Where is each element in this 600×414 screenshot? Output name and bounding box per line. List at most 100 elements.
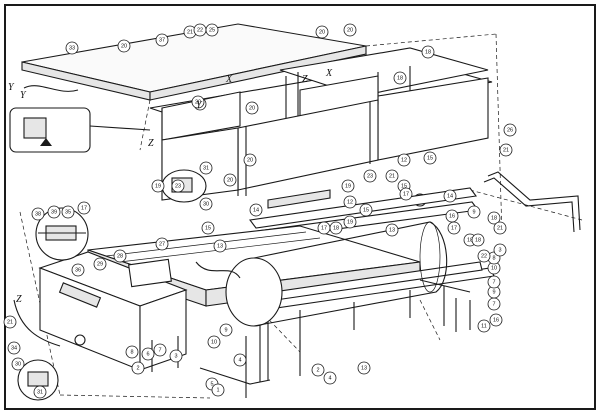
callout-balloon	[169, 349, 183, 363]
callout-balloon	[155, 237, 169, 251]
callout-balloon	[357, 361, 371, 375]
callout-number: 37	[159, 37, 165, 43]
part-callout: 23	[363, 169, 377, 183]
callout-balloon	[385, 169, 399, 183]
part-callout: 10	[207, 335, 221, 349]
cables	[13, 85, 241, 347]
callout-number: 14	[447, 193, 453, 199]
callout-balloon	[471, 233, 485, 247]
callout-number: 7	[492, 279, 495, 285]
part-callout: 29	[93, 257, 107, 271]
callout-balloon	[489, 313, 503, 327]
axis-marker: Z	[16, 294, 22, 305]
axis-marker: X	[325, 68, 333, 79]
part-callout: 17	[399, 187, 413, 201]
part-callout: 16	[489, 313, 503, 327]
part-callout: 14	[249, 203, 263, 217]
callout-balloon	[117, 39, 131, 53]
callout-number: 8	[130, 349, 133, 355]
part-callout: 16	[445, 209, 459, 223]
part-callout: 3	[493, 243, 507, 257]
part-callout: 19	[151, 179, 165, 193]
callout-number: 30	[15, 361, 21, 367]
callout-number: 17	[451, 225, 457, 231]
callout-number: 9	[472, 209, 475, 215]
callout-number: 19	[347, 219, 353, 225]
callout-balloon	[155, 33, 169, 47]
axis-marker: Y	[20, 90, 27, 101]
part-callout: 30	[199, 197, 213, 211]
callout-number: 38	[35, 211, 41, 217]
callout-balloon	[219, 323, 233, 337]
callout-number: 25	[209, 27, 215, 33]
callout-balloon	[151, 179, 165, 193]
callout-number: 5	[210, 381, 213, 387]
callout-balloon	[421, 45, 435, 59]
callout-number: 14	[253, 207, 259, 213]
callout-number: 29	[97, 261, 103, 267]
part-callout: 38	[31, 207, 45, 221]
part-callout: 33	[65, 41, 79, 55]
callout-balloon	[359, 203, 373, 217]
axis-marker: Z	[148, 138, 154, 149]
callout-balloon	[153, 343, 167, 357]
callout-number: 10	[211, 339, 217, 345]
callout-number: 9	[492, 289, 495, 295]
top-cover-plate	[21, 23, 367, 101]
callout-balloon	[243, 153, 257, 167]
callout-number: 4	[328, 375, 331, 381]
callout-number: 15	[427, 155, 433, 161]
callout-balloon	[493, 221, 507, 235]
part-callout: 4	[233, 353, 247, 367]
part-callout: 18	[487, 211, 501, 225]
callout-number: 12	[347, 199, 353, 205]
part-callout: 19	[341, 179, 355, 193]
part-callout: 22	[477, 249, 491, 263]
part-callout: 20	[343, 23, 357, 37]
callout-balloon	[397, 153, 411, 167]
callout-balloon	[33, 385, 47, 399]
detail-circle-hinge	[9, 107, 151, 153]
callout-number: 16	[493, 317, 499, 323]
callout-balloon	[443, 189, 457, 203]
callout-balloon	[213, 239, 227, 253]
callout-number: 20	[347, 27, 353, 33]
callout-number: 7	[158, 347, 161, 353]
part-callout: 21	[385, 169, 399, 183]
callout-number: 2	[136, 365, 139, 371]
callout-number: 18	[475, 237, 481, 243]
callout-balloon	[503, 123, 517, 137]
callout-balloon	[323, 371, 337, 385]
axis-marker: Z	[302, 74, 308, 85]
callout-number: 7	[492, 301, 495, 307]
callout-balloon	[171, 179, 185, 193]
callout-balloon	[199, 161, 213, 175]
callout-number: 20	[227, 177, 233, 183]
part-callout: 13	[385, 223, 399, 237]
part-callout: 20	[191, 95, 205, 109]
callout-number: 16	[449, 213, 455, 219]
upper-frame-assembly	[149, 47, 493, 209]
callout-balloon	[141, 347, 155, 361]
callout-balloon	[249, 203, 263, 217]
callout-balloon	[47, 205, 61, 219]
callout-number: 23	[175, 183, 181, 189]
callout-number: 12	[401, 157, 407, 163]
callout-number: 18	[467, 237, 473, 243]
part-callout: 18	[329, 221, 343, 235]
part-callout: 13	[357, 361, 371, 375]
part-callout: 20	[245, 101, 259, 115]
callout-number: 20	[319, 29, 325, 35]
callout-balloon	[487, 275, 501, 289]
part-callout: 31	[33, 385, 47, 399]
callout-balloon	[343, 195, 357, 209]
callout-balloon	[477, 249, 491, 263]
callout-number: 8	[492, 255, 495, 261]
callout-number: 17	[81, 205, 87, 211]
part-callout: 36	[71, 263, 85, 277]
part-callout: 7	[153, 343, 167, 357]
callout-number: 4	[238, 357, 241, 363]
callout-balloon	[125, 345, 139, 359]
callout-balloon	[31, 207, 45, 221]
